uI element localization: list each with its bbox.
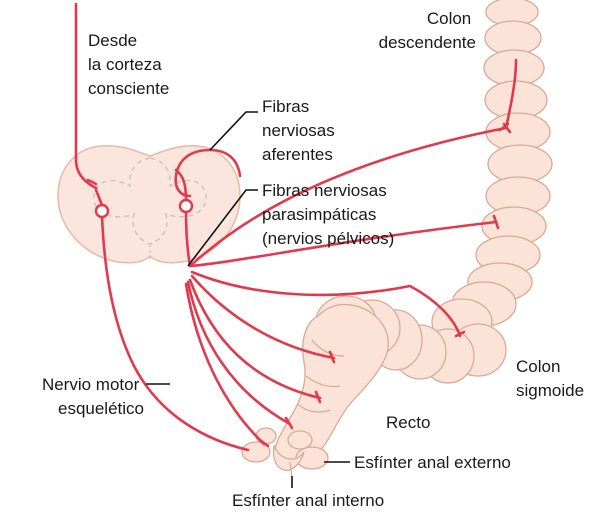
parasympathetic-fibers-label: Fibras nerviosas parasimpáticas (nervios… <box>262 181 394 248</box>
internal-anal-sphincter-label: Esfínter anal interno <box>232 491 384 510</box>
descending-colon-label: Colon descendente <box>379 9 476 52</box>
afferent-leader <box>210 112 258 150</box>
external-anal-sphincter-label: Esfínter anal externo <box>354 453 511 472</box>
afferent-fibers-label: Fibras nerviosas aferentes <box>262 97 340 164</box>
skeletal-motor-nerve-label: Nervio motor esquelético <box>42 375 144 418</box>
descending-colon <box>468 0 552 301</box>
spinal-cord-section <box>58 146 240 263</box>
cortex-label: Desde la corteza consciente <box>88 31 169 98</box>
sigmoid-colon-label: Colon sigmoide <box>516 357 584 400</box>
rectum-label: Recto <box>386 413 430 432</box>
